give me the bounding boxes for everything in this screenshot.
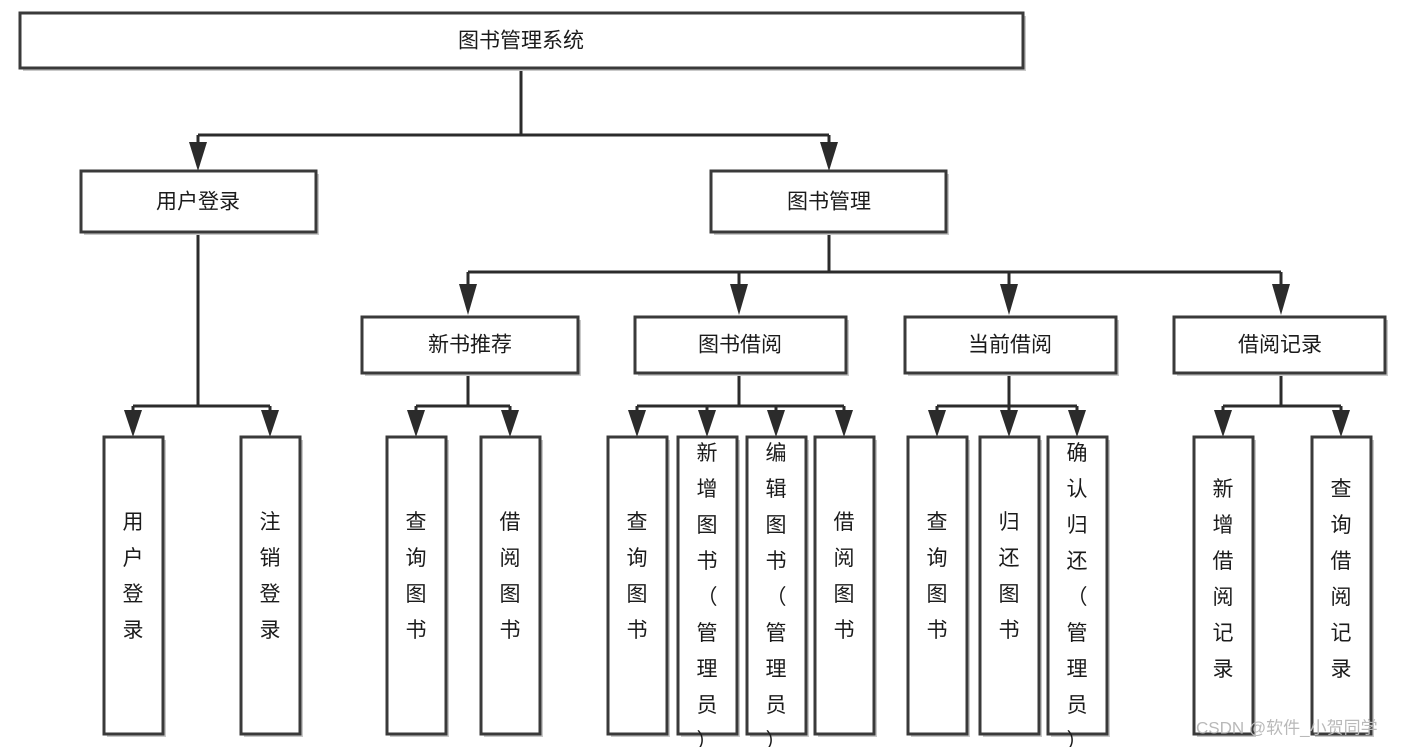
leaf-logout-box[interactable] bbox=[239, 435, 302, 736]
leaf-borrow-book-1-box[interactable] bbox=[479, 435, 542, 736]
node-leaf-user-login[interactable]: 用户登录 bbox=[102, 435, 166, 737]
arrow-to-new-book-recommend bbox=[459, 284, 477, 315]
leaf-user-login-box[interactable] bbox=[102, 435, 165, 736]
node-leaf-query-book-3[interactable]: 查询图书 bbox=[906, 435, 970, 737]
node-borrow-record[interactable]: 借阅记录 bbox=[1172, 315, 1388, 376]
node-leaf-confirm-return[interactable]: 确认归还（管理员） bbox=[1046, 435, 1110, 747]
node-leaf-query-book-1[interactable]: 查询图书 bbox=[385, 435, 449, 737]
book-borrow-box[interactable] bbox=[633, 315, 848, 375]
leaf-return-book-box[interactable] bbox=[978, 435, 1041, 736]
node-leaf-edit-book[interactable]: 编辑图书（管理员） bbox=[745, 435, 809, 747]
arrow-to-leaf-query-book-2 bbox=[628, 410, 646, 437]
arrow-to-leaf-add-book bbox=[698, 410, 716, 437]
new-book-recommend-label: 新书推荐 bbox=[428, 334, 512, 357]
leaf-logout-label: 注销登录 bbox=[260, 511, 281, 642]
leaf-query-book-2-box[interactable] bbox=[606, 435, 669, 736]
node-current-borrow[interactable]: 当前借阅 bbox=[903, 315, 1119, 376]
leaf-borrow-book-2-box[interactable] bbox=[813, 435, 876, 736]
leaf-add-book-box[interactable] bbox=[676, 435, 739, 736]
leaf-borrow-book-1-label: 借阅图书 bbox=[500, 511, 521, 642]
current-borrow-label: 当前借阅 bbox=[968, 334, 1052, 357]
root-label: 图书管理系统 bbox=[458, 30, 584, 53]
node-leaf-query-book-2[interactable]: 查询图书 bbox=[606, 435, 670, 737]
node-leaf-query-record[interactable]: 查询借阅记录 bbox=[1310, 435, 1374, 737]
leaf-query-record-label: 查询借阅记录 bbox=[1331, 478, 1352, 681]
node-leaf-borrow-book-1[interactable]: 借阅图书 bbox=[479, 435, 543, 737]
book-borrow-label: 图书借阅 bbox=[698, 334, 782, 357]
leaf-query-book-1-label: 查询图书 bbox=[406, 511, 427, 642]
arrow-to-leaf-borrow-book-1 bbox=[501, 410, 519, 437]
arrow-to-leaf-add-record bbox=[1214, 410, 1232, 437]
arrow-to-leaf-query-record bbox=[1332, 410, 1350, 437]
csdn-watermark: CSDN @软件_小贺同学 bbox=[1196, 718, 1378, 737]
book-manage-label: 图书管理 bbox=[787, 191, 871, 214]
node-leaf-borrow-book-2[interactable]: 借阅图书 bbox=[813, 435, 877, 737]
leaf-user-login-label: 用户登录 bbox=[123, 511, 144, 642]
user-login-label: 用户登录 bbox=[156, 191, 240, 214]
node-root[interactable]: 图书管理系统 bbox=[18, 11, 1026, 71]
arrow-to-leaf-borrow-book-2 bbox=[835, 410, 853, 437]
leaf-query-record-box[interactable] bbox=[1310, 435, 1373, 736]
edges-layer bbox=[124, 68, 1350, 437]
arrow-to-book-borrow bbox=[730, 284, 748, 315]
node-leaf-return-book[interactable]: 归还图书 bbox=[978, 435, 1042, 737]
arrow-to-leaf-edit-book bbox=[767, 410, 785, 437]
arrow-to-leaf-confirm-return bbox=[1068, 410, 1086, 437]
leaf-add-book-label: 新增图书（管理员） bbox=[697, 442, 718, 747]
borrow-record-label: 借阅记录 bbox=[1238, 334, 1322, 357]
leaf-return-book-label: 归还图书 bbox=[999, 511, 1020, 642]
leaf-add-record-label: 新增借阅记录 bbox=[1213, 478, 1234, 681]
book-manage-box[interactable] bbox=[709, 169, 948, 234]
root-box[interactable] bbox=[18, 11, 1025, 70]
new-book-recommend-box[interactable] bbox=[360, 315, 580, 375]
current-borrow-box[interactable] bbox=[903, 315, 1118, 375]
borrow-record-box[interactable] bbox=[1172, 315, 1387, 375]
leaf-add-record-box[interactable] bbox=[1192, 435, 1255, 736]
arrow-to-book-manage bbox=[820, 142, 838, 171]
arrow-to-leaf-query-book-1 bbox=[407, 410, 425, 437]
arrow-to-leaf-logout bbox=[261, 410, 279, 437]
leaf-query-book-2-label: 查询图书 bbox=[627, 511, 648, 642]
node-leaf-add-record[interactable]: 新增借阅记录 bbox=[1192, 435, 1256, 737]
leaf-confirm-return-label: 确认归还（管理员） bbox=[1067, 442, 1088, 747]
arrow-to-leaf-query-book-3 bbox=[928, 410, 946, 437]
node-leaf-add-book[interactable]: 新增图书（管理员） bbox=[676, 435, 740, 747]
node-book-borrow[interactable]: 图书借阅 bbox=[633, 315, 849, 376]
node-new-book-recommend[interactable]: 新书推荐 bbox=[360, 315, 581, 376]
leaf-confirm-return-box[interactable] bbox=[1046, 435, 1109, 736]
arrow-to-leaf-user-login bbox=[124, 410, 142, 437]
node-leaf-logout[interactable]: 注销登录 bbox=[239, 435, 303, 737]
node-book-manage[interactable]: 图书管理 bbox=[709, 169, 949, 235]
arrow-to-borrow-record bbox=[1272, 284, 1290, 315]
node-user-login[interactable]: 用户登录 bbox=[79, 169, 319, 235]
arrow-to-user-login bbox=[189, 142, 207, 171]
arrow-to-current-borrow bbox=[1000, 284, 1018, 315]
leaf-edit-book-label: 编辑图书（管理员） bbox=[766, 442, 787, 747]
arrow-to-leaf-return-book bbox=[1000, 410, 1018, 437]
leaf-query-book-1-box[interactable] bbox=[385, 435, 448, 736]
leaf-query-book-3-label: 查询图书 bbox=[927, 511, 948, 642]
leaf-borrow-book-2-label: 借阅图书 bbox=[834, 511, 855, 642]
leaf-query-book-3-box[interactable] bbox=[906, 435, 969, 736]
user-login-box[interactable] bbox=[79, 169, 318, 234]
leaf-edit-book-box[interactable] bbox=[745, 435, 808, 736]
